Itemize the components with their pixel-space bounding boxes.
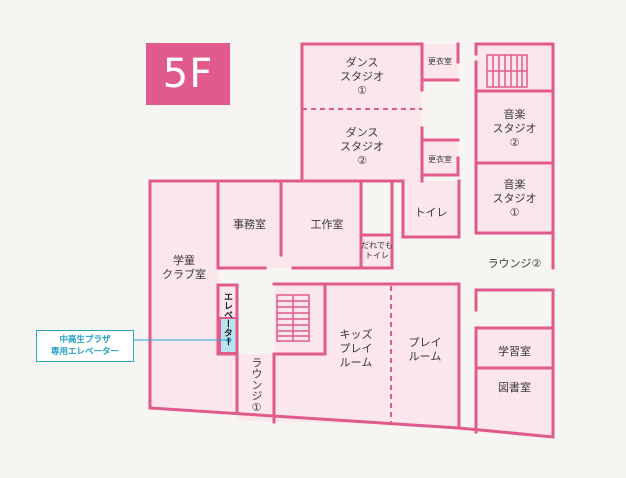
room-label-line: スタジオ	[492, 192, 537, 205]
room-club: 学童 クラブ室	[150, 254, 218, 282]
room-library: 図書室	[498, 381, 531, 394]
club-room-fill	[150, 181, 237, 412]
lounge1-fill	[237, 354, 274, 422]
room-label-line: ①	[509, 206, 520, 219]
wall-toilet	[401, 179, 461, 239]
corridor-east	[459, 290, 476, 428]
elevator-callout: 中高生プラザ 専用エレベーター	[36, 330, 134, 362]
playroom-fill	[391, 284, 459, 426]
walls	[148, 42, 555, 439]
accessible-toilet-fill	[361, 235, 392, 268]
room-changing-1: 更衣室	[428, 57, 452, 66]
callout-line-1: 中高生プラザ	[59, 335, 111, 345]
stair-top	[486, 54, 528, 88]
corridor-mid	[459, 140, 476, 233]
music2-fill	[476, 91, 553, 163]
room-label-line: ①	[357, 84, 367, 97]
room-label-line: プレイ	[339, 342, 373, 355]
room-changing-2: 更衣室	[428, 155, 452, 164]
room-label-line: 音楽	[503, 108, 526, 121]
room-accessible-toilet: だれでも トイレ	[359, 241, 395, 261]
room-playroom: プレイ ルーム	[391, 336, 459, 364]
room-study: 学習室	[498, 345, 531, 358]
room-label-line: キッズ	[339, 328, 373, 341]
room-label-line: ダンス	[345, 126, 379, 139]
kids-playroom-fill	[274, 284, 391, 424]
room-dance-studio-2: ダンス スタジオ ②	[322, 126, 402, 168]
room-toilet: トイレ	[414, 206, 448, 219]
study-fill	[476, 328, 553, 368]
room-label-line: ルーム	[408, 350, 442, 363]
library-fill	[476, 368, 553, 437]
room-label-line: プレイ	[408, 336, 442, 349]
callout-leader-dot	[226, 337, 232, 343]
room-music-studio-1: 音楽 スタジオ ①	[476, 178, 553, 220]
office-fill	[218, 181, 281, 268]
corridor-left	[237, 284, 274, 354]
room-kids-playroom: キッズ プレイ ルーム	[325, 328, 387, 370]
wall-kids-top	[272, 282, 327, 424]
corridor-right	[459, 233, 553, 290]
stair-left	[276, 294, 310, 342]
workshop-fill	[281, 181, 361, 268]
changing1-fill	[422, 44, 458, 80]
room-dance-studio-1: ダンス スタジオ ①	[322, 56, 402, 98]
wall-outer-top-right	[474, 42, 555, 270]
callout-line-2: 専用エレベーター	[50, 347, 119, 357]
dance2-fill	[302, 109, 422, 181]
dashed-partitions	[302, 108, 553, 424]
room-workshop: 工作室	[310, 218, 344, 231]
room-lounge-2: ラウンジ②	[487, 257, 542, 270]
corridor-north	[422, 80, 476, 140]
room-label-line: ルーム	[339, 356, 373, 369]
changing2-fill	[422, 140, 458, 175]
room-label-line: ダンス	[345, 56, 379, 69]
room-label-line: スタジオ	[340, 140, 384, 153]
room-label-line: クラブ室	[162, 268, 206, 281]
room-label-line: 音楽	[503, 178, 526, 191]
floor-badge: 5F	[146, 43, 230, 105]
music1-fill	[476, 163, 553, 233]
room-lounge-1: ラウンジ①	[250, 357, 263, 414]
corridor-main	[218, 268, 476, 284]
corridors	[218, 80, 553, 428]
room-label-line: だれでも	[361, 241, 393, 250]
toilet-fill	[403, 181, 459, 237]
room-label-line: ②	[357, 154, 367, 167]
room-label-line: スタジオ	[340, 70, 384, 83]
stair-top-fill	[476, 44, 553, 91]
room-fills	[150, 44, 553, 437]
room-label-line: ②	[509, 136, 520, 149]
room-music-studio-2: 音楽 スタジオ ②	[476, 108, 553, 150]
wall-elevator	[216, 283, 239, 356]
room-label-line: スタジオ	[492, 122, 537, 135]
room-elevator: エレベーター	[222, 292, 232, 346]
wall-outer-top	[300, 42, 424, 183]
dance1-fill	[302, 44, 422, 109]
room-label-line: 学童	[173, 254, 195, 267]
room-label-line: トイレ	[365, 251, 389, 260]
room-office: 事務室	[233, 218, 266, 231]
